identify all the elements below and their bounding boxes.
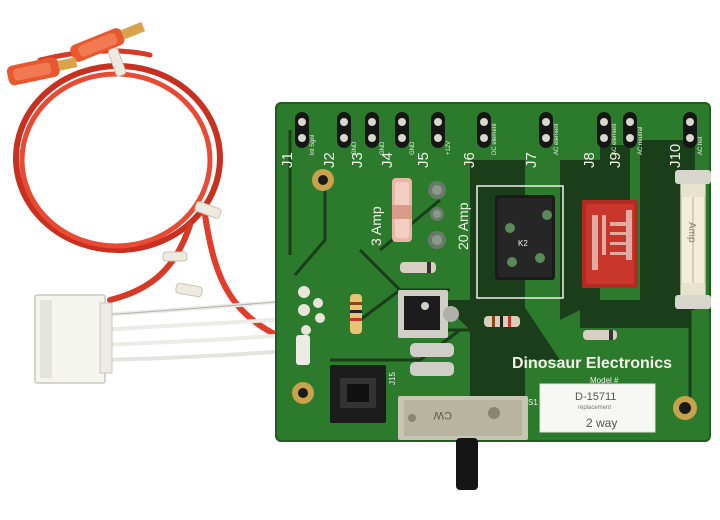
fuse-small bbox=[392, 178, 412, 242]
jumper-j5 bbox=[431, 112, 445, 148]
wire-to-connector bbox=[107, 222, 193, 303]
jumper-j6 bbox=[477, 112, 491, 148]
capacitors bbox=[428, 181, 446, 249]
resistor-horizontal bbox=[484, 316, 520, 327]
spade-terminals bbox=[6, 21, 146, 86]
jumper-sublabel: AC hot bbox=[698, 136, 704, 155]
brand-text: Dinosaur Electronics bbox=[512, 355, 672, 372]
jumper-label: J1 bbox=[279, 152, 296, 168]
jumper-j1 bbox=[295, 112, 309, 148]
fuse-3amp-label: 3 Amp bbox=[368, 206, 384, 246]
model-number: D-15711 bbox=[575, 391, 616, 403]
jumper-label: J9 bbox=[607, 152, 624, 168]
jumper-sublabel: AC element bbox=[612, 123, 618, 155]
jumper-j3 bbox=[365, 112, 379, 148]
jumper-label: J2 bbox=[321, 152, 338, 168]
jumper-j8 bbox=[597, 112, 611, 148]
jumper-sublabel: +12V bbox=[446, 141, 452, 155]
jumper-label: J4 bbox=[379, 152, 396, 168]
jumper-sublabel: DC element bbox=[492, 123, 498, 155]
jumper-label: J6 bbox=[461, 152, 478, 168]
model-sticker: D-15711 replacement 2 way bbox=[539, 383, 656, 433]
fuse-20amp-label: 20 Amp bbox=[455, 202, 471, 250]
jumper-j2 bbox=[337, 112, 351, 148]
switch-marking: CW bbox=[433, 409, 452, 421]
wire-loop-inner bbox=[19, 71, 213, 249]
mounting-holes bbox=[292, 169, 697, 420]
glass-fuse-large: Amp bbox=[680, 176, 706, 304]
model-label: Model # bbox=[590, 376, 619, 385]
jumper-sublabel: GND bbox=[380, 141, 386, 155]
jumper-sublabel: GND bbox=[352, 141, 358, 155]
jumper-j4 bbox=[395, 112, 409, 148]
relay-k2: K2 bbox=[495, 195, 555, 280]
slide-switch: CW S1 bbox=[398, 396, 538, 490]
jumper-sublabel: AC element bbox=[554, 123, 560, 155]
jumper-j9 bbox=[623, 112, 637, 148]
jumper-sublabel: GND bbox=[410, 141, 416, 155]
variant-text: 2 way bbox=[586, 416, 617, 430]
jumper-j10 bbox=[683, 112, 697, 148]
spade-terminal-top bbox=[70, 21, 146, 62]
replacement-text: replacement bbox=[578, 405, 611, 411]
jumper-label: J10 bbox=[667, 144, 684, 168]
jumper-label: J5 bbox=[415, 152, 432, 168]
jumper-pins bbox=[295, 112, 697, 148]
rj-jack: J15 bbox=[330, 365, 397, 423]
voltage-regulator bbox=[398, 290, 459, 338]
large-fuse-marking: Amp bbox=[686, 222, 697, 243]
resistor-vertical bbox=[350, 294, 362, 334]
inductor-axial bbox=[410, 343, 454, 376]
jack-label: J15 bbox=[388, 372, 397, 385]
relay-red bbox=[582, 200, 638, 288]
relay-outline bbox=[476, 185, 564, 299]
jumper-label: J7 bbox=[523, 152, 540, 168]
diode bbox=[400, 262, 436, 273]
switch-knob bbox=[456, 438, 478, 490]
jumper-label: J3 bbox=[349, 152, 366, 168]
molex-connector bbox=[34, 294, 113, 384]
jumper-sublabel: lnt Sgnl bbox=[310, 135, 316, 155]
wire-terminals bbox=[296, 286, 325, 365]
zip-ties bbox=[107, 47, 222, 298]
switch-label: S1 bbox=[528, 398, 538, 407]
jumper-sublabel: AC neutral bbox=[638, 127, 644, 155]
fuse-clips bbox=[675, 170, 711, 309]
spade-terminal-left bbox=[6, 57, 78, 86]
diode-small bbox=[583, 330, 617, 340]
relay-label: K2 bbox=[518, 239, 528, 248]
jumper-label: J8 bbox=[581, 152, 598, 168]
jumper-j7 bbox=[539, 112, 553, 148]
